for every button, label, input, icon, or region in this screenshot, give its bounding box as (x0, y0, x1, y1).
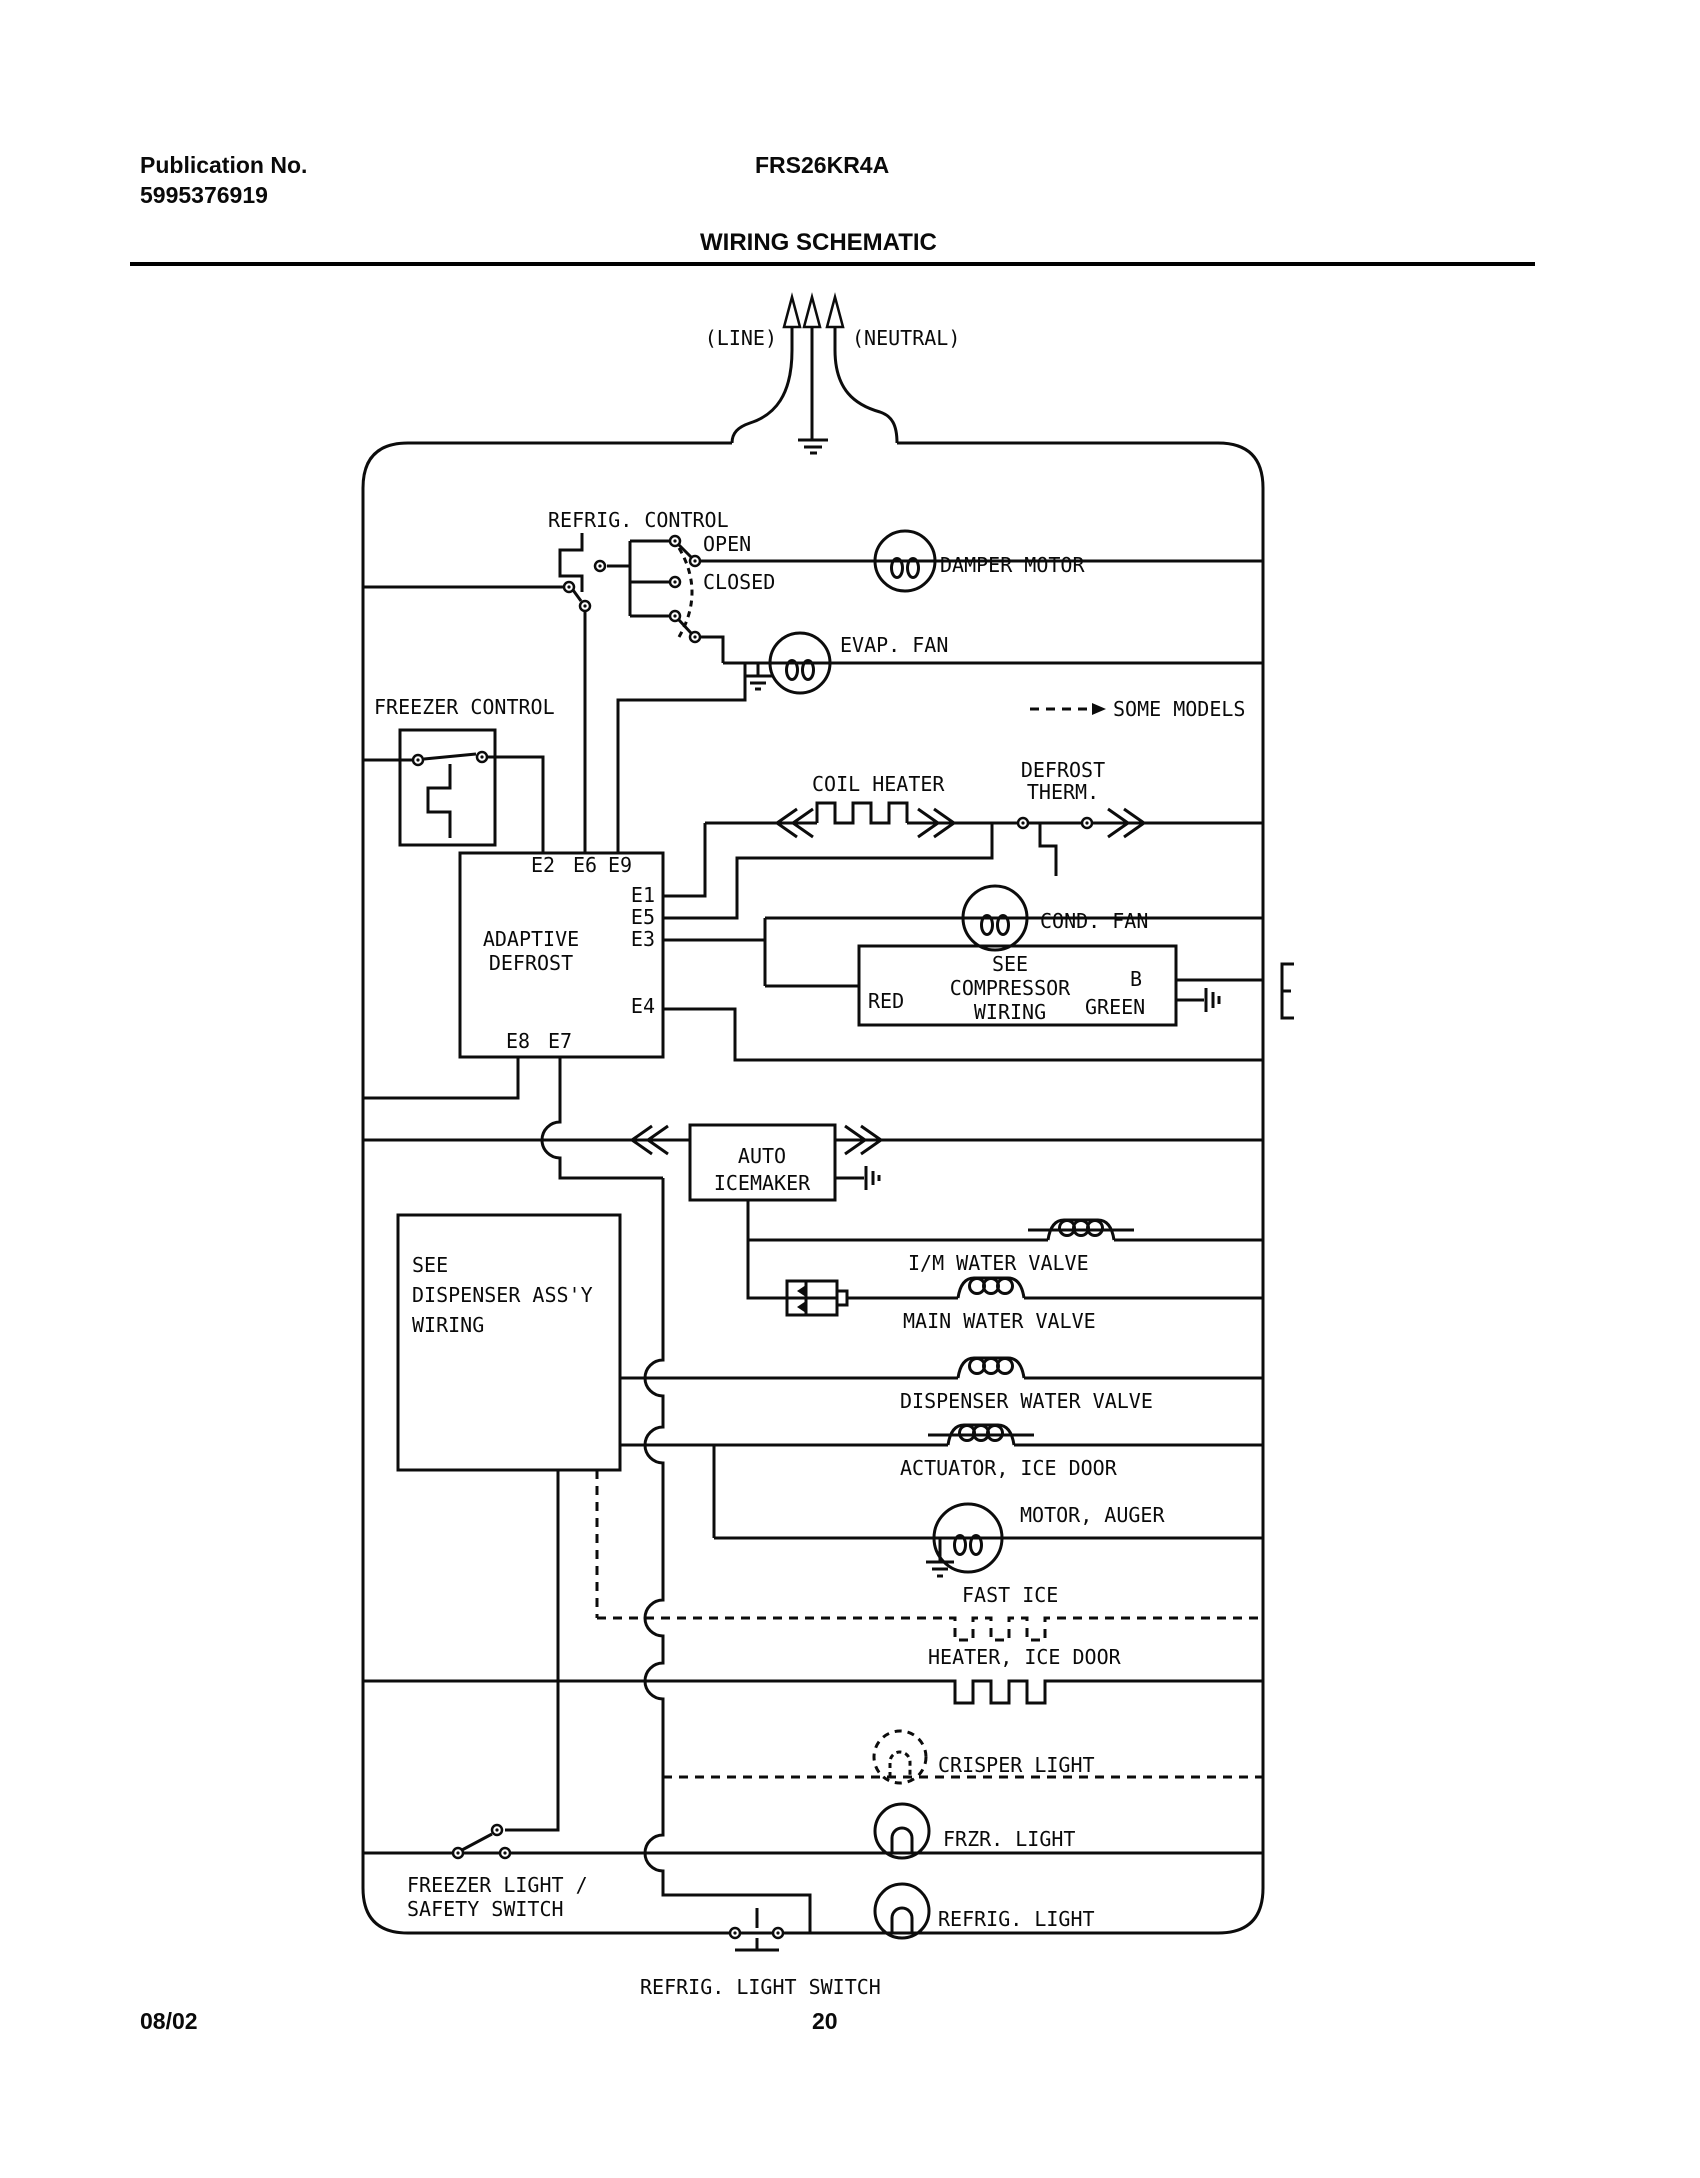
label-evap-fan: EVAP. FAN (840, 633, 948, 657)
publication-label: Publication No. (140, 152, 308, 178)
edge-connector-icon (1280, 962, 1294, 1020)
label-refrig-control: REFRIG. CONTROL (548, 508, 729, 532)
ground-arrow-icon (802, 292, 822, 329)
label-adaptive: ADAPTIVE (483, 927, 579, 951)
label-e3: E3 (631, 927, 655, 951)
icemaker-connector-left-icon (629, 1124, 669, 1156)
feeder-wire (643, 1178, 812, 1933)
freezer-control: FREEZER CONTROL (363, 695, 555, 853)
header-rule (130, 262, 1535, 266)
adaptive-defrost-board: E2 E6 E9 E1 E5 E3 E4 E8 E7 ADAPTIVE DEFR… (458, 611, 747, 1059)
label-line: (LINE) (705, 326, 777, 350)
label-closed: CLOSED (703, 570, 775, 594)
label-e6: E6 (573, 853, 597, 877)
label-coil-heater: COIL HEATER (812, 772, 945, 796)
label-fast-ice: FAST ICE (962, 1583, 1058, 1607)
some-models-legend: SOME MODELS (1030, 697, 1245, 721)
line-arrow-icon (782, 292, 802, 329)
label-refrig-light-switch: REFRIG. LIGHT SWITCH (640, 1975, 881, 1999)
im-water-valve: I/M WATER VALVE (746, 1200, 1263, 1300)
connector-out-icon (1107, 807, 1147, 839)
model-number: FRS26KR4A (755, 152, 890, 178)
label-freezer-light-1: FREEZER LIGHT / (407, 1873, 588, 1897)
label-wiring: WIRING (974, 1000, 1046, 1024)
auto-icemaker: AUTO ICEMAKER (363, 1123, 1263, 1202)
dispenser-water-valve: DISPENSER WATER VALVE (620, 1356, 1263, 1413)
evap-fan-ground-icon (744, 663, 772, 691)
label-dispenser-valve: DISPENSER WATER VALVE (900, 1389, 1153, 1413)
label-icemaker: ICEMAKER (714, 1171, 811, 1195)
label-e4: E4 (631, 994, 655, 1018)
label-compressor: COMPRESSOR (950, 976, 1071, 1000)
page-title: WIRING SCHEMATIC (700, 229, 937, 256)
coil-heater-defrost-therm: COIL HEATER DEFROST THERM. (663, 758, 1263, 920)
label-e5: E5 (631, 905, 655, 929)
label-some-models: SOME MODELS (1113, 697, 1245, 721)
fast-ice: FAST ICE (595, 1470, 1263, 1642)
freezer-light-row: FRZR. LIGHT FREEZER LIGHT / SAFETY SWITC… (363, 1470, 1263, 1921)
icemaker-connector-right-icon (844, 1124, 884, 1156)
label-heater-ice-door: HEATER, ICE DOOR (928, 1645, 1122, 1669)
evap-fan: EVAP. FAN (701, 631, 1263, 695)
actuator-ice-door: ACTUATOR, ICE DOOR (620, 1423, 1263, 1480)
e8-wire (363, 1057, 520, 1100)
label-freezer-light-2: SAFETY SWITCH (407, 1897, 564, 1921)
crisper-light: CRISPER LIGHT (663, 1729, 1263, 1785)
label-e1: E1 (631, 883, 655, 907)
label-green: GREEN (1085, 995, 1145, 1019)
label-b: B (1130, 967, 1142, 991)
power-entry: (LINE) (NEUTRAL) (705, 292, 960, 455)
e7-wire (540, 1057, 663, 1180)
label-motor-auger: MOTOR, AUGER (1020, 1503, 1165, 1527)
heater-ice-door: HEATER, ICE DOOR (363, 1645, 1263, 1705)
label-disp-assy: DISPENSER ASS'Y (412, 1283, 593, 1307)
label-adaptive-defrost: DEFROST (489, 951, 573, 975)
label-neutral: (NEUTRAL) (852, 326, 960, 350)
e4-wire (663, 1007, 1263, 1062)
dispenser-assembly-box: SEE DISPENSER ASS'Y WIRING (396, 1213, 622, 1472)
label-e2: E2 (531, 853, 555, 877)
label-e7: E7 (548, 1029, 572, 1053)
label-disp-see: SEE (412, 1253, 448, 1277)
label-actuator: ACTUATOR, ICE DOOR (900, 1456, 1118, 1480)
ground-symbol-icon (798, 438, 828, 455)
label-disp-wiring: WIRING (412, 1313, 484, 1337)
label-e8: E8 (506, 1029, 530, 1053)
connector-right-icon (917, 807, 957, 839)
refrig-control-switch: REFRIG. CONTROL OPEN CLOSED (363, 508, 775, 644)
label-auto: AUTO (738, 1144, 786, 1168)
damper-motor: DAMPER MOTOR (701, 529, 1263, 593)
label-open: OPEN (703, 532, 751, 556)
footer-date: 08/02 (140, 2008, 198, 2034)
label-refrig-light: REFRIG. LIGHT (938, 1907, 1095, 1931)
main-water-valve: MAIN WATER VALVE (785, 1276, 1263, 1333)
label-defrost: DEFROST (1021, 758, 1105, 782)
label-cond-fan: COND. FAN (1040, 909, 1148, 933)
label-therm: THERM. (1027, 780, 1099, 804)
label-freezer-control: FREEZER CONTROL (374, 695, 555, 719)
auger-ground-icon (926, 1538, 954, 1578)
motor-auger: MOTOR, AUGER (712, 1445, 1263, 1578)
compressor-ground-icon (1204, 988, 1221, 1012)
label-red: RED (868, 989, 904, 1013)
cond-fan: COND. FAN (663, 884, 1263, 986)
label-frzr-light: FRZR. LIGHT (943, 1827, 1075, 1851)
label-e9: E9 (608, 853, 632, 877)
label-im-valve: I/M WATER VALVE (908, 1251, 1089, 1275)
label-see: SEE (992, 952, 1028, 976)
compressor-box: SEE COMPRESSOR WIRING RED B GREEN (765, 944, 1294, 1027)
publication-number: 5995376919 (140, 182, 268, 208)
icemaker-ground-icon (864, 1166, 881, 1190)
neutral-arrow-icon (825, 292, 845, 329)
schematic-border (361, 441, 1265, 1935)
footer-page-number: 20 (812, 2008, 838, 2034)
label-damper-motor: DAMPER MOTOR (940, 553, 1085, 577)
label-main-valve: MAIN WATER VALVE (903, 1309, 1096, 1333)
publication-block: Publication No. 5995376919 (140, 150, 307, 210)
connector-left-icon (774, 807, 814, 839)
label-crisper-light: CRISPER LIGHT (938, 1753, 1095, 1777)
refrig-light-row: REFRIG. LIGHT REFRIG. LIGHT SWITCH (640, 1882, 1095, 1999)
